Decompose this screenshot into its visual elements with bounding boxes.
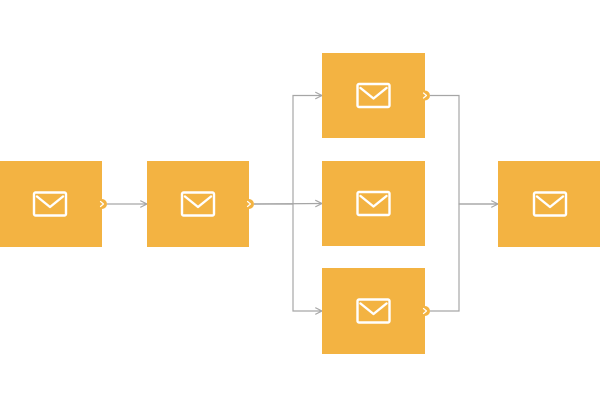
node-box	[322, 268, 425, 354]
node-box	[322, 53, 425, 138]
node-box	[0, 161, 102, 247]
envelope-icon	[356, 82, 391, 109]
connector-email-branch-bottom-to-email-final	[430, 203, 498, 312]
output-port[interactable]	[97, 199, 107, 209]
node-email-final[interactable]	[498, 161, 600, 247]
nodes	[0, 53, 600, 354]
connector-email-2-to-email-branch-bottom	[254, 203, 322, 311]
output-port[interactable]	[420, 90, 430, 101]
envelope-icon	[356, 298, 391, 324]
node-box	[147, 161, 249, 247]
envelope-icon	[532, 191, 568, 217]
connector-email-2-to-email-branch-top	[254, 96, 322, 205]
envelope-icon	[356, 190, 391, 217]
output-port[interactable]	[244, 199, 254, 209]
output-port[interactable]	[420, 306, 430, 316]
node-box	[322, 161, 425, 246]
connectors	[107, 96, 498, 312]
node-email-1[interactable]	[0, 161, 107, 247]
envelope-icon	[180, 191, 216, 217]
node-email-2[interactable]	[147, 161, 254, 247]
envelope-icon	[32, 191, 68, 217]
node-email-branch-middle[interactable]	[322, 161, 425, 246]
node-box	[498, 161, 600, 247]
connector-email-branch-top-to-email-final	[430, 94, 498, 205]
node-email-branch-top[interactable]	[322, 53, 430, 138]
node-email-branch-bottom[interactable]	[322, 268, 430, 354]
